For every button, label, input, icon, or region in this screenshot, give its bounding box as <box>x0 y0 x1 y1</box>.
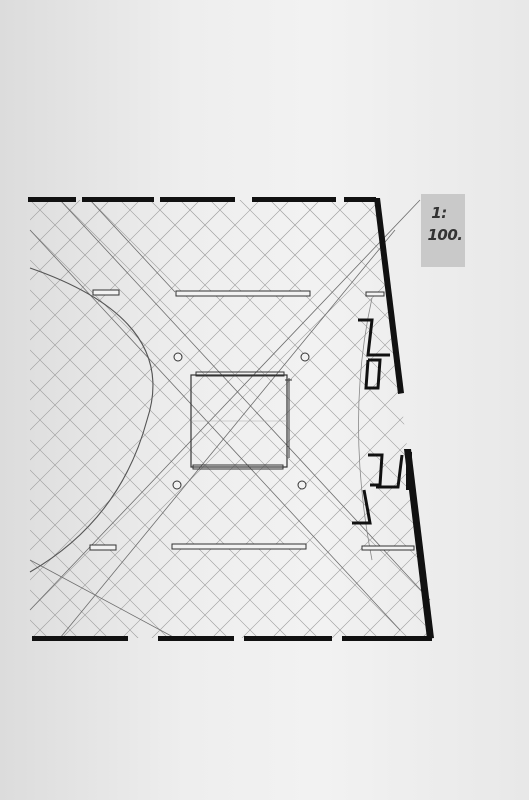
grid-line <box>30 200 321 638</box>
right-wall-upper <box>374 198 404 394</box>
grid-line <box>299 200 432 638</box>
column-circle <box>297 480 307 490</box>
grid-line <box>30 200 111 638</box>
grid-line <box>30 200 231 638</box>
grid-line <box>30 200 311 638</box>
grid-line <box>30 200 141 638</box>
grid-line <box>249 200 432 638</box>
grid-line <box>30 200 432 638</box>
grid-line <box>30 200 291 638</box>
large-curved-arc <box>29 267 154 573</box>
grid-line <box>30 200 341 638</box>
top-wall-segment <box>160 197 235 202</box>
grid-line <box>239 200 432 638</box>
grid-line <box>30 200 201 638</box>
small-wall-block <box>406 452 412 490</box>
small-panel <box>92 289 120 296</box>
bottom-wall-segment <box>342 636 432 641</box>
grid-line <box>30 200 81 638</box>
grid-line <box>219 200 432 638</box>
grid-line <box>179 200 432 638</box>
grid-line <box>119 200 432 638</box>
grid-line <box>269 200 432 638</box>
grid-line <box>30 200 431 638</box>
bottom-bench <box>171 543 307 550</box>
bottom-wall-segment <box>158 636 234 641</box>
grid-line <box>69 200 432 638</box>
top-bench <box>175 290 311 297</box>
grid-line <box>309 200 432 638</box>
grid-line <box>89 200 432 638</box>
bottom-wall-segment <box>244 636 332 641</box>
benches <box>89 289 415 551</box>
central-square-element <box>190 371 292 470</box>
grid-line <box>209 200 432 638</box>
top-wall-segment <box>82 197 154 202</box>
grid-line <box>129 200 432 638</box>
top-wall-segment <box>344 197 376 202</box>
column-circle <box>173 352 183 362</box>
grid-line <box>30 200 51 638</box>
grid-line <box>30 200 251 638</box>
small-panel <box>361 545 415 551</box>
top-wall-segment <box>252 197 336 202</box>
grid-line <box>30 200 432 638</box>
grid-line <box>30 200 432 638</box>
scale-label-tag: 1: 100. <box>421 194 465 267</box>
grid-line <box>99 200 432 638</box>
column-circle <box>172 480 182 490</box>
grid-line <box>30 200 432 638</box>
grid-line <box>30 200 371 638</box>
small-panel <box>365 291 385 297</box>
grid-line <box>460 150 529 700</box>
exterior-walls <box>28 197 434 641</box>
grid-line <box>30 200 381 638</box>
grid-line <box>30 200 401 638</box>
grid-line <box>149 200 432 638</box>
columns <box>172 352 310 490</box>
grid-line <box>30 200 351 638</box>
grid-line <box>30 200 41 638</box>
grid-line <box>30 200 432 638</box>
grid-line <box>30 200 161 638</box>
grid-line <box>189 200 432 638</box>
grid-line <box>30 200 432 638</box>
grid-line <box>279 200 432 638</box>
grid-line <box>329 200 432 638</box>
grid-line <box>30 200 101 638</box>
scale-label-top: 1: <box>431 204 447 222</box>
grid-line <box>30 200 411 638</box>
grid-line <box>30 200 281 638</box>
column-circle <box>300 352 310 362</box>
grid-line <box>159 200 432 638</box>
grid-line <box>490 150 529 700</box>
top-wall-segment <box>28 197 76 202</box>
grid-line <box>30 200 261 638</box>
right-wall-lower <box>404 449 434 639</box>
grid-line <box>30 200 221 638</box>
grid-line <box>0 150 10 700</box>
right-curved-arc <box>358 297 373 561</box>
bottom-wall-segment <box>32 636 128 641</box>
grid-line <box>30 200 432 638</box>
grid-line <box>39 200 432 638</box>
grid-line <box>59 200 432 638</box>
grid-line <box>520 150 529 700</box>
wall-openings <box>352 318 404 525</box>
grid-line <box>30 200 131 638</box>
small-panel <box>89 544 117 551</box>
construction-lines <box>29 199 431 639</box>
grid-line <box>30 200 171 638</box>
grid-line <box>30 200 432 638</box>
scale-label-bottom: 100. <box>427 226 463 244</box>
